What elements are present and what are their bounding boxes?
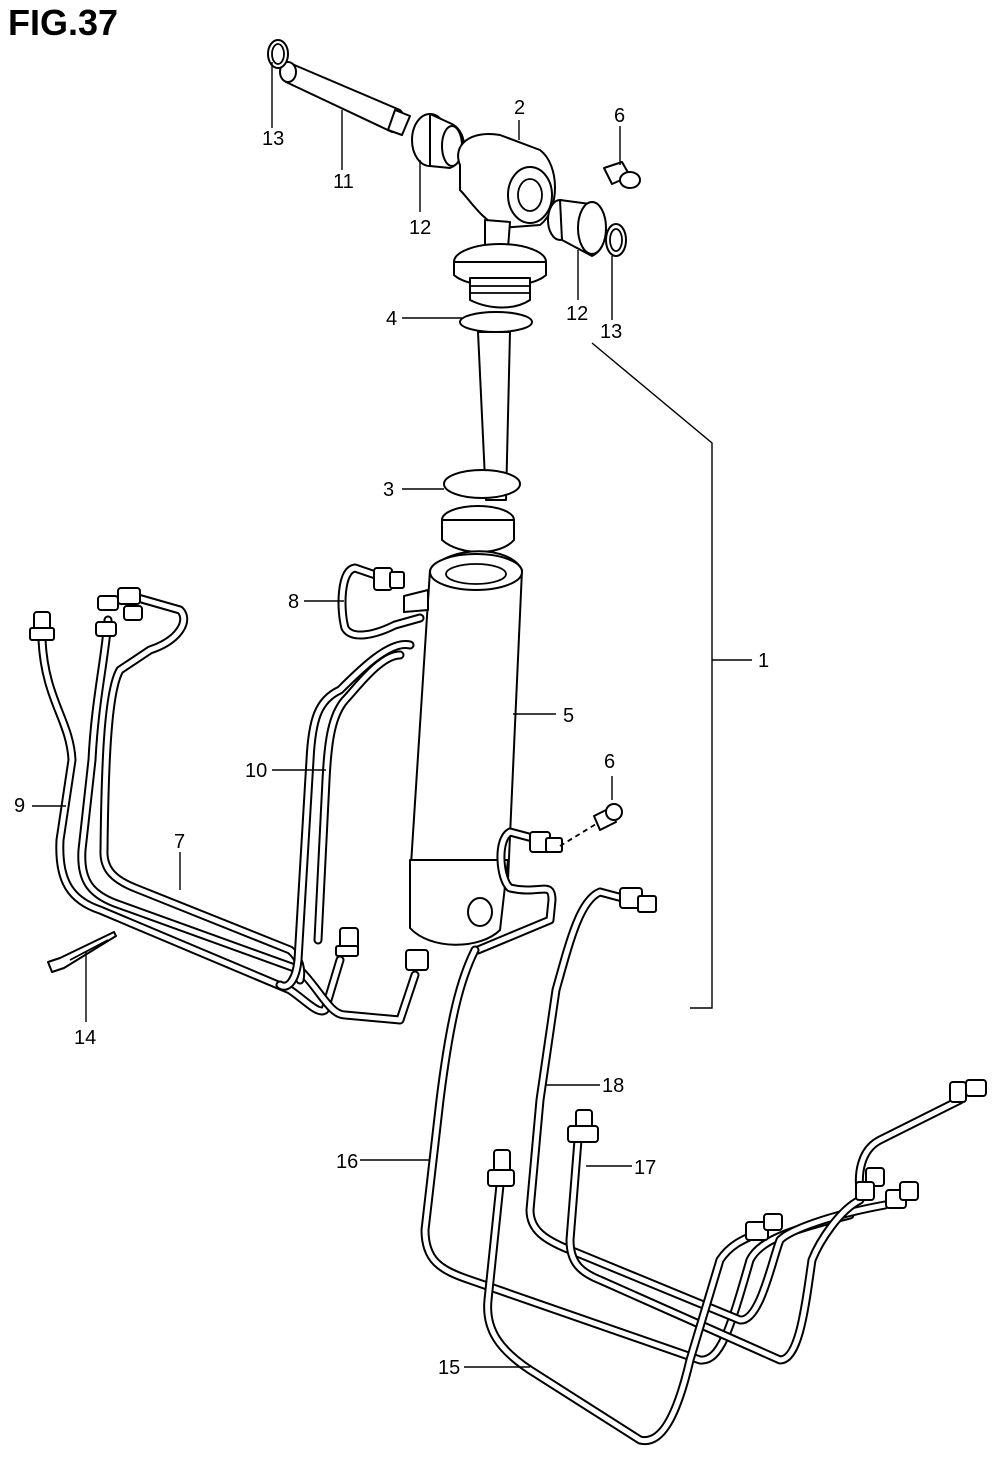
figure-title: FIG.37 (8, 2, 119, 43)
fitting-15 (487, 1149, 515, 1187)
bushing-12a (411, 113, 465, 169)
callout-5: 5 (563, 705, 574, 727)
fitting-left-1 (29, 611, 55, 641)
callout-16: 16 (336, 1151, 358, 1173)
leader-lines (32, 62, 752, 1368)
bushing-12b (547, 199, 607, 257)
fitting-left-2 (95, 587, 143, 637)
fitting-left-3 (335, 927, 429, 971)
callout-10: 10 (245, 760, 267, 782)
grease-nipple-6a (603, 161, 641, 189)
callout-1: 1 (758, 650, 769, 672)
callout-labels: 13 11 12 2 6 12 13 4 3 8 5 1 6 10 9 7 14… (14, 97, 769, 1379)
callout-4: 4 (386, 308, 397, 330)
cylinder-cap (453, 243, 547, 309)
callout-13b: 13 (600, 321, 622, 343)
callout-14: 14 (74, 1027, 96, 1049)
pivot-pin (279, 61, 411, 136)
callout-9: 9 (14, 795, 25, 817)
o-ring-3 (443, 469, 521, 499)
fitting-18-top (619, 887, 657, 913)
pipe-cyl-lower (473, 827, 563, 955)
fitting-right-2 (855, 1167, 919, 1209)
pipe-9 (37, 635, 345, 1016)
callout-13a: 13 (262, 128, 284, 150)
callout-7: 7 (174, 831, 185, 853)
o-ring-4 (459, 311, 533, 333)
pipe-7b (99, 593, 306, 985)
callout-8: 8 (288, 591, 299, 613)
callout-6b: 6 (604, 751, 615, 773)
fitting-17 (567, 1109, 599, 1143)
pipe-8 (337, 563, 425, 640)
pipe-16 (420, 945, 855, 1365)
callout-15: 15 (438, 1357, 460, 1379)
fitting-right-3 (745, 1213, 783, 1241)
callout-11: 11 (333, 171, 354, 193)
rod-guide (441, 505, 515, 553)
pipe-17 (565, 1135, 865, 1365)
assembly-bracket (591, 342, 713, 1009)
fitting-8 (373, 567, 405, 591)
fitting-right-1 (949, 1079, 987, 1103)
snap-ring-13a (267, 39, 289, 69)
callout-17: 17 (634, 1157, 656, 1179)
cylinder-body (403, 550, 523, 946)
callout-3: 3 (383, 479, 394, 501)
pipe-10 (275, 640, 415, 991)
callout-18: 18 (602, 1075, 624, 1097)
callout-2: 2 (514, 97, 525, 119)
pipe-15 (483, 1180, 765, 1446)
cylinder-head (457, 133, 556, 249)
callout-6a: 6 (614, 105, 625, 127)
piston-rod (477, 331, 511, 501)
pipe-18 (525, 887, 890, 1325)
snap-ring-13b (605, 223, 627, 257)
pipe-7 (77, 615, 420, 1025)
callout-12b: 12 (566, 303, 588, 325)
cable-tie (47, 931, 117, 973)
grease-nipple-6b (559, 803, 623, 847)
callout-12a: 12 (409, 217, 431, 239)
